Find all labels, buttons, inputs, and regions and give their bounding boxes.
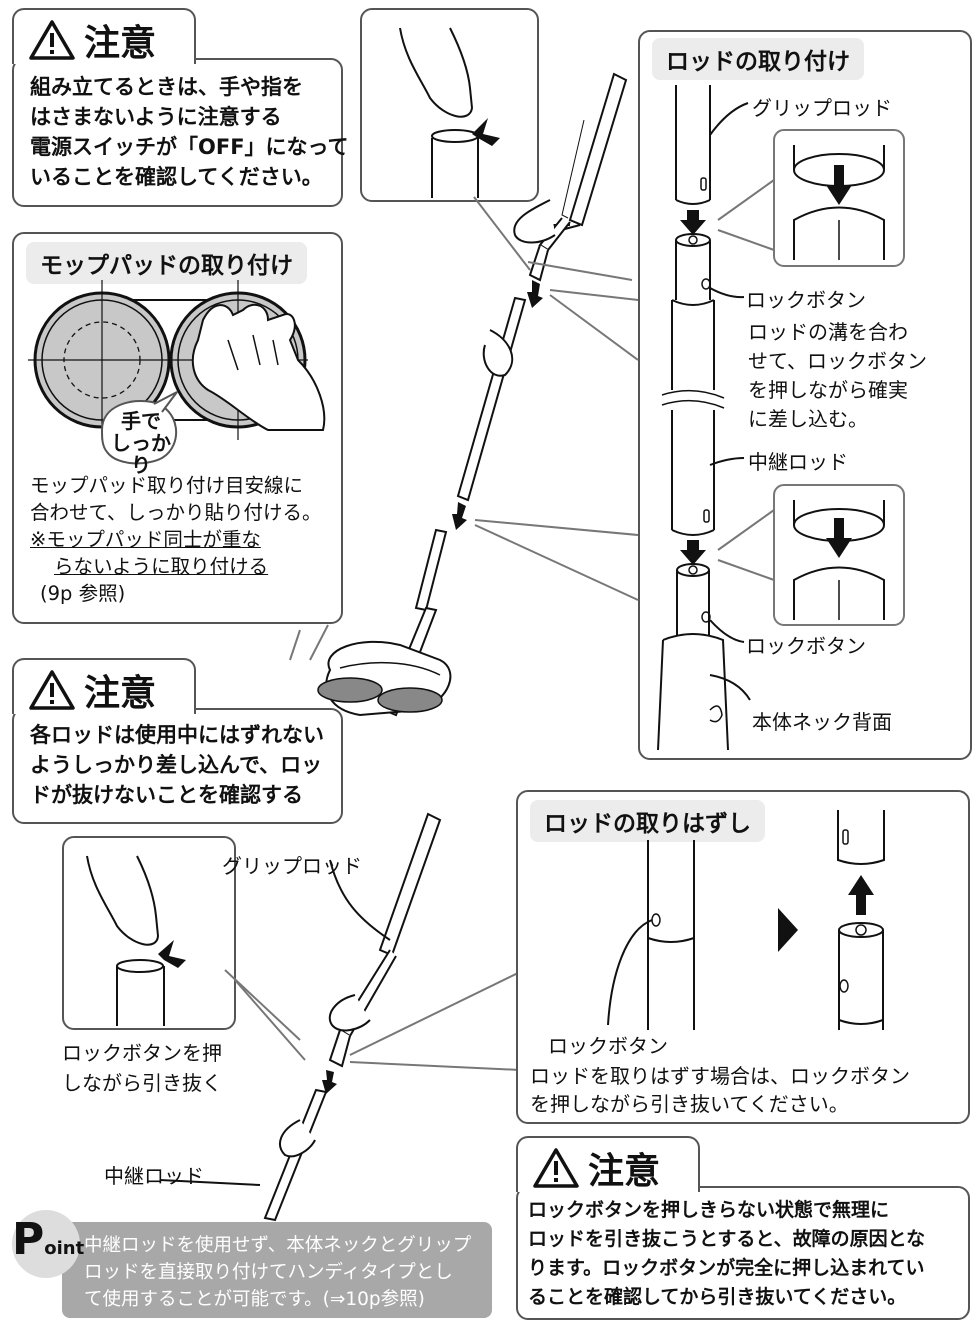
hand-press-illustration xyxy=(399,27,500,198)
grip-rod-label: グリップロッド xyxy=(222,854,362,878)
warning-icon xyxy=(29,20,75,60)
warning-icon xyxy=(533,1148,579,1188)
point-text: 中継ロッドを使用せず、本体ネックとグリップ ロッドを直接取り付けてハンディタイプ… xyxy=(84,1235,472,1310)
rod-remove-description: ロッドを取りはずす場合は、ロックボタンを押しながら引き抜いてください。 xyxy=(530,1064,910,1116)
mop-pad-illustration xyxy=(28,280,326,440)
caution-text: 各ロッドは使用中にはずれないようしっかり差し込んで、ロッドが抜けないことを確認す… xyxy=(30,723,324,807)
rod-remove-section xyxy=(516,790,970,1124)
rod-attach-instruction: ロッドの溝を合わせて、ロックボタン を押しながら確実に差し込む。 xyxy=(748,320,927,431)
caution-title: 注意 xyxy=(84,23,157,64)
point-badge: Point xyxy=(12,1214,85,1265)
caution-heading: 注意 xyxy=(28,14,156,66)
point-box xyxy=(62,1222,492,1318)
relay-rod-label: 中継ロッド xyxy=(748,450,848,474)
caution-heading: 注意 xyxy=(28,664,156,716)
warning-icon xyxy=(29,670,75,710)
caution-text: 組み立てるときは、手や指をはさまないように注意する 電源スイッチが「OFF」にな… xyxy=(30,75,349,189)
caution-title: 注意 xyxy=(84,673,157,714)
rod-remove-diagram xyxy=(607,810,885,1030)
relay-rod-label: 中継ロッド xyxy=(104,1164,204,1188)
grip-rod-illustration xyxy=(159,812,521,1222)
rod-attach-title: ロッドの取り付け xyxy=(652,38,864,80)
caution-title: 注意 xyxy=(588,1151,661,1192)
rod-remove-title: ロッドの取りはずし xyxy=(530,800,765,842)
lock-button-label: ロックボタン xyxy=(548,1034,668,1058)
caution-text: ロックボタンを押しきらない状態で無理にロッドを引き抜こうとすると、故障の原因とな… xyxy=(528,1199,926,1308)
lower-left-instruction: ロックボタンを押しながら引き抜く xyxy=(62,1041,222,1095)
point-badge-circle xyxy=(12,1210,80,1278)
neck-back-label: 本体ネック背面 xyxy=(752,710,892,734)
caution-heading: 注意 xyxy=(532,1142,660,1194)
mop-pad-description: モップパッド取り付け目安線に合わせて、しっかり貼り付ける。 ※モップパッド同士が… xyxy=(30,474,322,605)
mop-assembly-illustration xyxy=(289,72,639,717)
lock-button-label: ロックボタン xyxy=(746,288,866,312)
bubble-text: 手でしっかり xyxy=(111,409,171,477)
hand-press-illustration xyxy=(86,855,186,1026)
rod-attach-diagram xyxy=(657,85,905,751)
caution-box-rods xyxy=(12,708,343,824)
caution-box-removal xyxy=(516,1186,970,1320)
grip-rod-label: グリップロッド xyxy=(752,96,892,120)
speech-bubble xyxy=(100,391,178,465)
mop-pad-title: モップパッドの取り付け xyxy=(26,242,307,284)
lock-button-label-2: ロックボタン xyxy=(746,634,866,658)
